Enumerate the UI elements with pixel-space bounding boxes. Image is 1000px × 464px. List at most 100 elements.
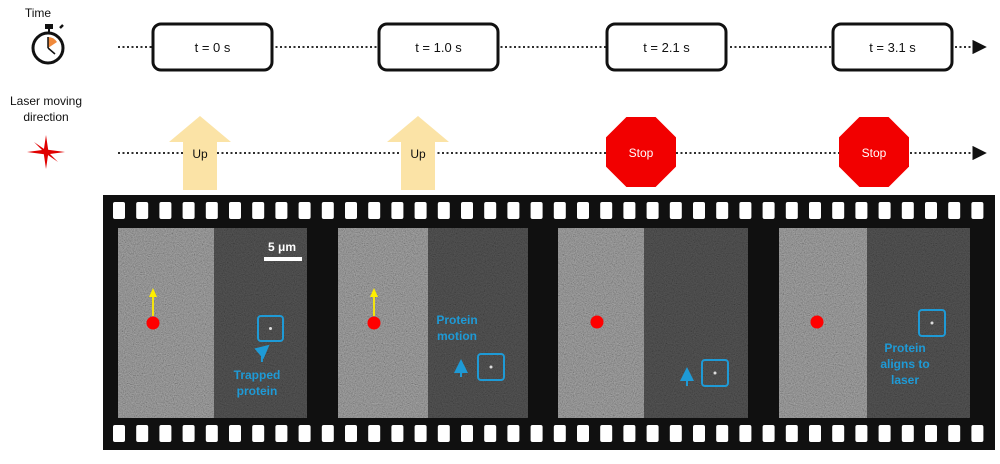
- film-hole: [669, 425, 682, 442]
- protein-box: [701, 359, 729, 387]
- film-hole: [646, 425, 659, 442]
- film-hole: [716, 202, 729, 219]
- time-box-label: t = 3.1 s: [869, 40, 916, 55]
- frame-3: [779, 228, 970, 418]
- film-hole: [530, 425, 543, 442]
- laser-label-line2: direction: [23, 110, 68, 124]
- scale-bar-label: 5 μm: [268, 240, 296, 254]
- film-perforations-bottom: [113, 425, 984, 442]
- time-label: Time: [25, 6, 52, 20]
- film-hole: [229, 425, 241, 442]
- frame-0: [118, 228, 307, 418]
- film-hole: [600, 202, 613, 219]
- laser-dot: [367, 316, 381, 330]
- protein-aligns-line2: aligns to: [880, 357, 929, 371]
- protein-motion-line1: Protein: [436, 313, 477, 327]
- film-hole: [437, 425, 450, 442]
- film-hole: [553, 425, 566, 442]
- up-arrow-1: Up: [387, 116, 449, 190]
- film-hole: [461, 425, 473, 442]
- film-hole: [693, 425, 705, 442]
- film-hole: [414, 425, 427, 442]
- film-hole: [507, 202, 520, 219]
- trapped-protein-line2: protein: [237, 384, 278, 398]
- film-hole: [182, 425, 195, 442]
- laser-star-icon: [27, 135, 65, 169]
- film-perforations-top: [113, 202, 984, 219]
- film-hole: [391, 425, 404, 442]
- film-hole: [159, 425, 172, 442]
- time-box-2: t = 2.1 s: [605, 22, 728, 72]
- film-hole: [762, 425, 775, 442]
- film-hole: [855, 202, 868, 219]
- film-hole: [855, 425, 868, 442]
- film-hole: [948, 425, 961, 442]
- film-hole: [507, 425, 520, 442]
- film-hole: [577, 202, 589, 219]
- film-hole: [252, 202, 265, 219]
- film-hole: [345, 202, 357, 219]
- film-hole: [809, 202, 821, 219]
- stop-sign-label: Stop: [629, 146, 654, 160]
- stop-sign-label: Stop: [862, 146, 887, 160]
- protein-motion-line2: motion: [437, 329, 477, 343]
- film-hole: [901, 202, 914, 219]
- film-hole: [113, 202, 125, 219]
- film-hole: [716, 425, 729, 442]
- film-hole: [646, 202, 659, 219]
- annotations: Trapped protein Protein motion Protein a…: [234, 313, 930, 398]
- film-hole: [739, 425, 752, 442]
- film-hole: [901, 425, 914, 442]
- trapped-protein-line1: Trapped: [234, 368, 281, 382]
- film-hole: [229, 202, 241, 219]
- film-hole: [577, 425, 589, 442]
- time-box-label: t = 1.0 s: [415, 40, 462, 55]
- frame-2: [558, 228, 748, 418]
- film-hole: [600, 425, 613, 442]
- film-hole: [321, 202, 334, 219]
- film-hole: [298, 202, 311, 219]
- film-hole: [437, 202, 450, 219]
- protein-aligns-line1: Protein: [884, 341, 925, 355]
- up-arrow-label: Up: [192, 147, 208, 161]
- film-hole: [368, 425, 381, 442]
- film-hole: [484, 425, 497, 442]
- stop-sign-0: Stop: [606, 117, 676, 187]
- film-hole: [948, 202, 961, 219]
- film-hole: [182, 202, 195, 219]
- time-box-label: t = 2.1 s: [643, 40, 690, 55]
- time-box-3: t = 3.1 s: [831, 22, 954, 72]
- film-hole: [832, 425, 845, 442]
- time-box-1: t = 1.0 s: [377, 22, 500, 72]
- laser-dot: [810, 315, 824, 329]
- film-hole: [809, 425, 821, 442]
- film-hole: [321, 425, 334, 442]
- film-hole: [159, 202, 172, 219]
- film-hole: [530, 202, 543, 219]
- laser-move-arrow: [370, 288, 378, 316]
- film-hole: [925, 425, 937, 442]
- laser-move-arrow: [149, 288, 157, 316]
- film-hole: [785, 425, 798, 442]
- film-hole: [414, 202, 427, 219]
- film-hole: [484, 202, 497, 219]
- film-hole: [878, 425, 891, 442]
- protein-box: [257, 315, 284, 342]
- film-hole: [971, 425, 984, 442]
- time-box-0: t = 0 s: [151, 22, 274, 72]
- film-hole: [368, 202, 381, 219]
- protein-box: [918, 309, 946, 337]
- film-hole: [623, 202, 636, 219]
- film-hole: [391, 202, 404, 219]
- film-hole: [739, 202, 752, 219]
- film-hole: [136, 425, 149, 442]
- film-hole: [205, 425, 218, 442]
- film-hole: [693, 202, 705, 219]
- protein-aligns-line3: laser: [891, 373, 919, 387]
- laser-dot: [590, 315, 604, 329]
- film-hole: [971, 202, 984, 219]
- film-hole: [252, 425, 265, 442]
- protein-box: [477, 353, 505, 381]
